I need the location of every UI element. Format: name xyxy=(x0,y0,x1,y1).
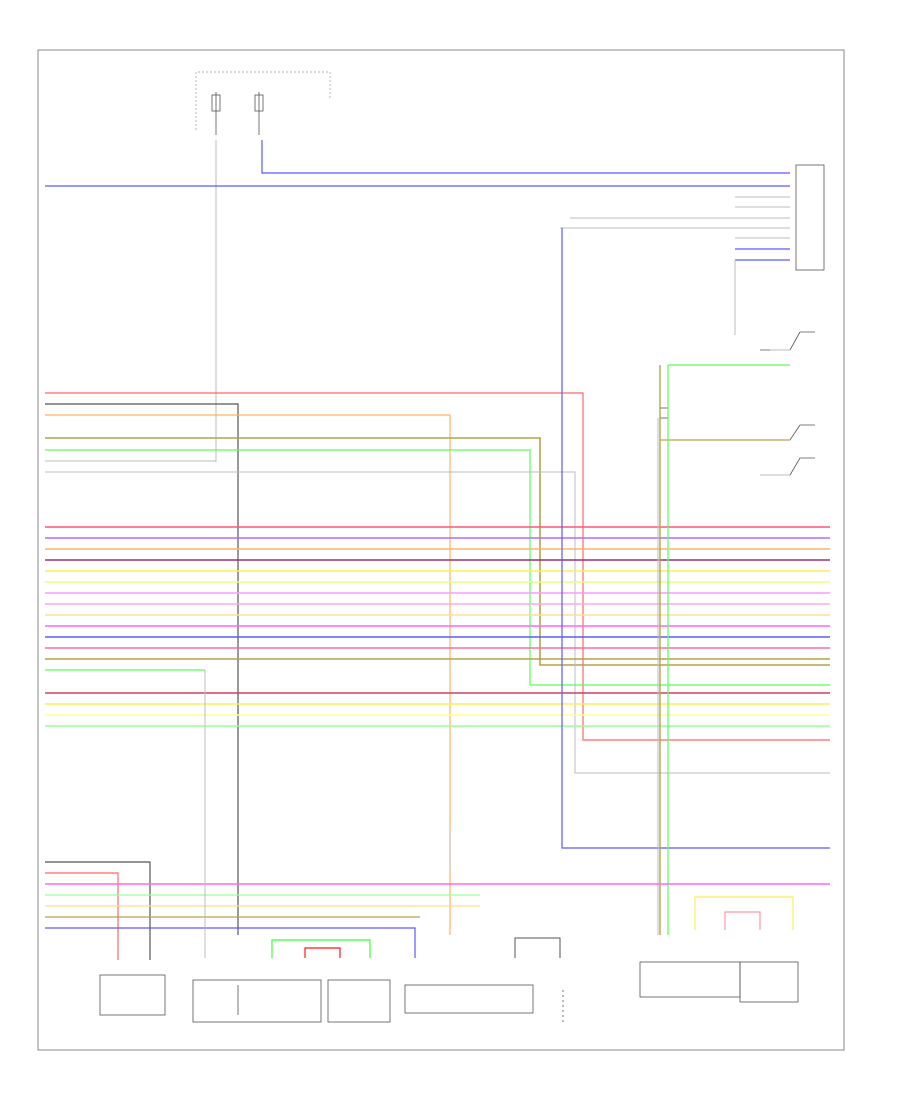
lower-left-bundle xyxy=(45,670,830,960)
hot-at-all-times-block xyxy=(195,71,331,135)
pressure-switch-lower xyxy=(760,424,815,476)
pressure-switch-upper xyxy=(668,331,815,366)
a-t-gear-position-switch xyxy=(694,896,799,1003)
multiplex-control-unit xyxy=(404,984,534,1014)
clutch-pedal-position-switch xyxy=(99,974,166,1016)
main-wire-bus xyxy=(45,526,830,727)
left-upper-wires xyxy=(45,392,830,935)
wire-blue-top xyxy=(261,140,790,174)
connector-pin-wires xyxy=(560,196,790,335)
a-t-display xyxy=(271,939,391,1023)
diagram-frame xyxy=(37,49,845,1051)
interior-fuse-relay-box xyxy=(192,979,322,1023)
speed-sensor xyxy=(639,961,741,998)
right-vertical-wires xyxy=(561,228,830,935)
junction-connector-top-right xyxy=(795,164,825,271)
brake-light-switch-connector xyxy=(514,937,564,1022)
junction-connector-mid xyxy=(660,407,668,419)
